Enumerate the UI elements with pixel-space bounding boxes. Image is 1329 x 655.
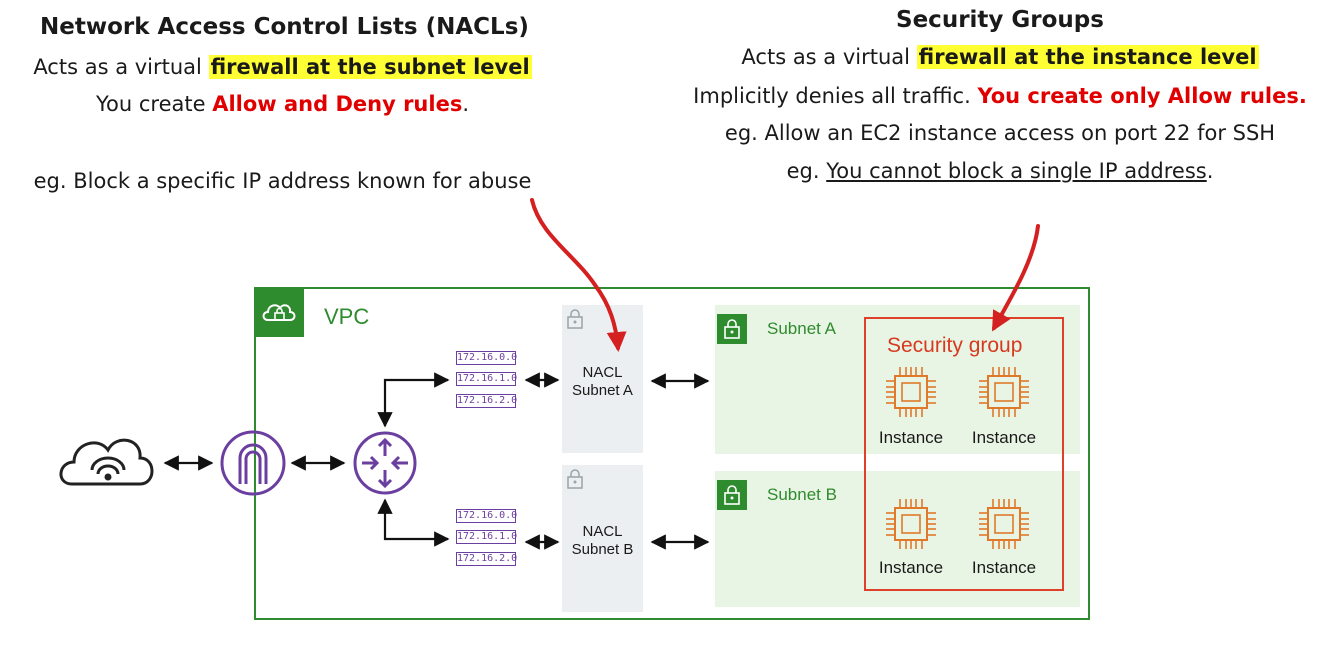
instance-a2: Instance — [954, 365, 1054, 450]
nacl-a-line2: Subnet A — [572, 382, 633, 399]
nacl-a-label: NACL Subnet A — [562, 364, 643, 400]
route-table-b-row: 172.16.1.0 — [456, 530, 518, 544]
connector-router-rt-a — [377, 372, 450, 428]
route-table-a-row: 172.16.2.0 — [456, 394, 518, 408]
sg-line-ssh: eg. Allow an EC2 instance access on port… — [724, 121, 1276, 145]
nacl-line-rules: You create Allow and Deny rules. — [20, 92, 545, 116]
sg-line1-text: Acts as a virtual — [741, 45, 917, 69]
annotation-arrow-nacl — [530, 198, 627, 352]
nacl-line-firewall: Acts as a virtual firewall at the subnet… — [20, 55, 545, 79]
ec2-instance-chip-icon — [886, 499, 936, 549]
instance-label: Instance — [971, 428, 1037, 447]
instance-b2: Instance — [954, 497, 1054, 582]
subnet-b-label: Subnet B — [767, 485, 837, 504]
connector-router-rt-b — [377, 498, 450, 547]
nacl-b-line1: NACL — [582, 523, 623, 540]
sg-title: Security Groups — [896, 7, 1104, 33]
route-table-a-row: 172.16.0.0 — [456, 351, 518, 365]
sg-line1-highlight: firewall at the instance level — [916, 45, 1259, 69]
nacl-line1-highlight: firewall at the subnet level — [208, 55, 532, 79]
instance-label: Instance — [878, 428, 944, 447]
nacl-a-line1: NACL — [582, 364, 623, 381]
internet-cloud-icon — [59, 438, 154, 486]
router-icon — [353, 431, 417, 495]
lock-icon — [567, 469, 583, 489]
ec2-instance-chip-icon — [979, 499, 1029, 549]
nacl-line1-text: Acts as a virtual — [33, 55, 209, 79]
ec2-instance-chip-icon — [886, 367, 936, 417]
instance-b1: Instance — [861, 497, 961, 582]
instance-label: Instance — [878, 558, 944, 577]
nacl-line2-text: You create — [95, 92, 213, 116]
sg-line-firewall: Acts as a virtual firewall at the instan… — [700, 45, 1300, 69]
sg-line-rules: Implicitly denies all traffic. You creat… — [660, 84, 1329, 108]
nacl-example: eg. Block a specific IP address known fo… — [33, 169, 532, 193]
nacl-line2-end: . — [462, 92, 470, 116]
lock-icon — [567, 309, 583, 329]
internet-gateway-icon — [220, 430, 286, 496]
instance-a1: Instance — [861, 365, 961, 450]
subnet-b-badge — [717, 480, 747, 510]
nacl-column-b — [562, 465, 643, 612]
vpc-label: VPC — [324, 304, 370, 329]
instance-label: Instance — [971, 558, 1037, 577]
vpc-badge — [254, 287, 304, 337]
ec2-instance-chip-icon — [979, 367, 1029, 417]
sg-line2-text: Implicitly denies all traffic. — [693, 84, 978, 108]
nacl-b-line2: Subnet B — [571, 541, 634, 558]
subnet-a-badge — [717, 314, 747, 344]
lock-icon — [724, 485, 740, 505]
route-table-a-row: 172.16.1.0 — [456, 372, 518, 386]
nacl-title: Network Access Control Lists (NACLs) — [40, 14, 529, 40]
sg-line2-red: You create only Allow rules. — [977, 84, 1307, 108]
security-group-label: Security group — [887, 334, 1023, 357]
sg-line-block: eg. You cannot block a single IP address… — [700, 159, 1300, 183]
sg-line4-underline: You cannot block a single IP address — [826, 159, 1207, 183]
lock-icon — [724, 319, 740, 339]
nacl-b-label: NACL Subnet B — [562, 523, 643, 559]
sg-line4-text: eg. — [786, 159, 827, 183]
subnet-a-label: Subnet A — [767, 319, 837, 338]
route-table-b-row: 172.16.0.0 — [456, 509, 518, 523]
nacl-line2-red: Allow and Deny rules — [212, 92, 463, 116]
sg-line4-end: . — [1206, 159, 1214, 183]
security-group-box — [864, 317, 1064, 591]
annotation-arrow-sg — [992, 224, 1040, 332]
vpc-cloud-lock-icon — [262, 304, 296, 321]
nacl-column-a — [562, 305, 643, 453]
route-table-b-row: 172.16.2.0 — [456, 552, 518, 566]
